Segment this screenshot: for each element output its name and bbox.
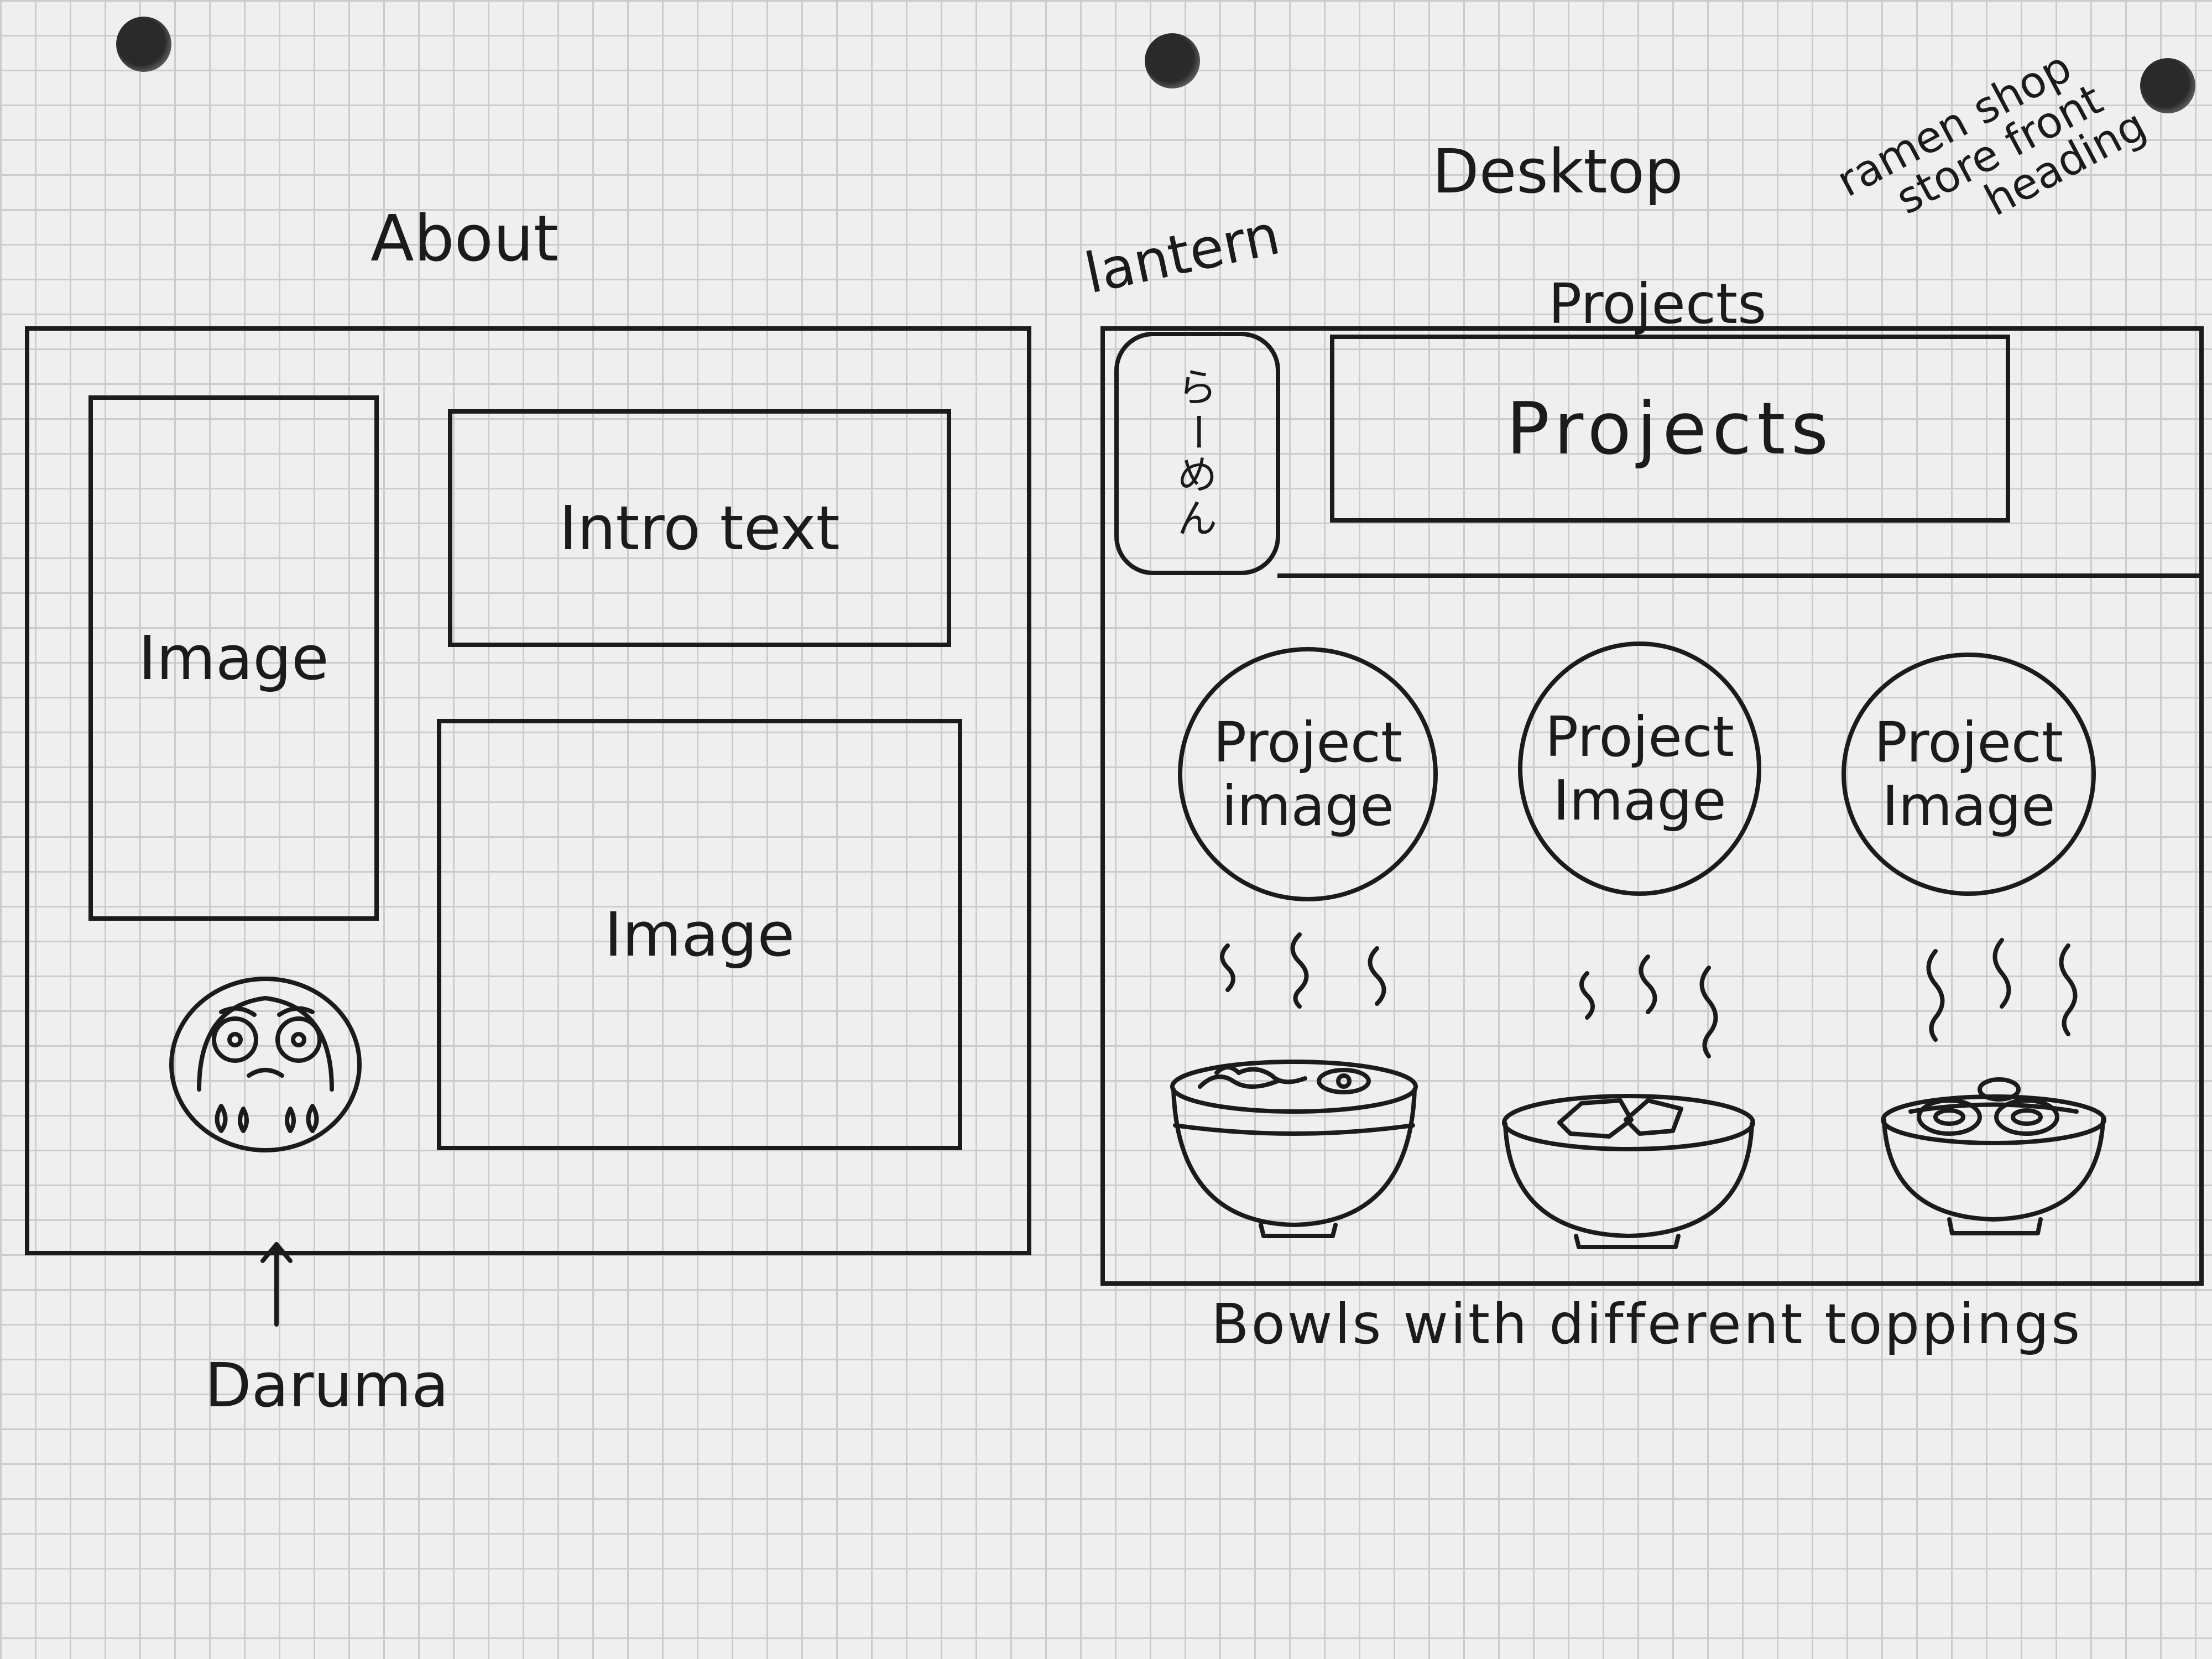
arrow-up-icon: [260, 1242, 293, 1327]
intro-text-label: Intro text: [559, 493, 840, 564]
lantern-char-1: ら: [1177, 364, 1217, 411]
binder-hole-middle: [1145, 33, 1200, 88]
ramen-bowl-icon: [1170, 1060, 1418, 1238]
project-image-circle-2[interactable]: Project Image: [1518, 641, 1761, 896]
project-circle-2-line-1: Project: [1545, 705, 1735, 769]
about-image-left-label: Image: [138, 623, 329, 693]
daruma-doll-icon: [169, 977, 362, 1152]
desktop-heading: Desktop: [1432, 136, 1683, 207]
lantern-icon: ら ー め ん: [1114, 332, 1280, 575]
desktop-frame: [1100, 326, 2204, 1286]
lantern-annotation: lantern: [1079, 202, 1286, 306]
project-circle-1-line-2: image: [1222, 774, 1394, 838]
steam-icon: [1579, 954, 1718, 1058]
binder-hole-right: [2140, 58, 2195, 113]
project-circle-1-line-1: Project: [1213, 710, 1403, 775]
ramen-heading-annotation: ramen shop store front heading: [1829, 27, 2154, 280]
shopfront-heading-band: [1277, 326, 2204, 578]
project-image-circle-3[interactable]: Project Image: [1841, 653, 2096, 896]
project-circle-2-line-2: Image: [1553, 768, 1726, 833]
daruma-annotation: Daruma: [205, 1350, 449, 1421]
projects-annotation: Projects: [1548, 272, 1767, 336]
project-image-circle-1[interactable]: Project image: [1178, 647, 1438, 901]
about-frame: [25, 326, 1031, 1255]
lantern-char-4: ん: [1177, 495, 1217, 542]
project-circle-3-line-1: Project: [1874, 710, 2064, 775]
intro-text-box: Intro text: [448, 409, 951, 647]
project-circle-3-line-2: Image: [1882, 774, 2056, 838]
lantern-char-2: ー: [1174, 411, 1221, 452]
about-image-left: Image: [88, 395, 379, 921]
about-image-right: Image: [437, 719, 962, 1150]
projects-banner: Projects: [1330, 335, 2010, 523]
bowls-annotation: Bowls with different toppings: [1211, 1292, 2083, 1357]
about-heading: About: [371, 202, 559, 276]
ramen-bowl-icon: [1881, 1077, 2106, 1235]
ramen-bowl-icon: [1502, 1094, 1755, 1249]
steam-icon: [1926, 938, 2078, 1042]
about-image-right-label: Image: [604, 899, 795, 970]
steam-icon: [1220, 932, 1386, 1009]
binder-hole-left: [116, 17, 171, 72]
projects-banner-label: Projects: [1506, 387, 1834, 471]
lantern-char-3: め: [1177, 452, 1217, 498]
